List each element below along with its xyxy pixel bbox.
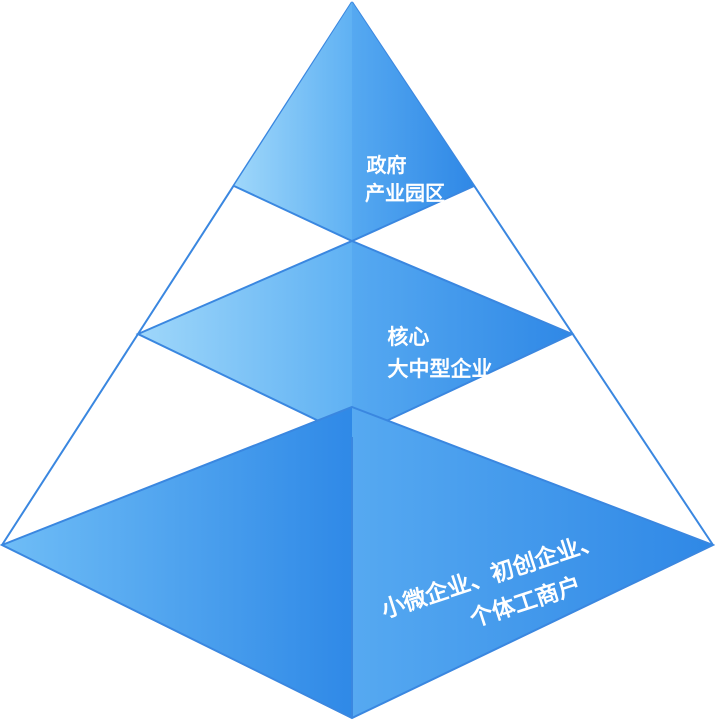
- layer-top-label: 政府 产业园区: [365, 153, 445, 205]
- layer-top: 政府 产业园区: [233, 2, 475, 243]
- layer-middle-right-face: [352, 241, 572, 437]
- layer-bottom-right-face: [352, 407, 713, 718]
- layer-bottom-edges: [0, 405, 715, 720]
- layer-bottom: 小微企业、初创企业、 个体工商户: [0, 405, 715, 720]
- outline-left-edge: [1, 1, 353, 546]
- layer-top-left-face: [234, 2, 352, 241]
- outline-right-edge: [351, 1, 714, 546]
- layer-middle-label-line-2: 大中型企业: [388, 357, 493, 381]
- layer-top-right-face: [352, 2, 474, 241]
- layer-top-label-line-2: 产业园区: [365, 181, 445, 205]
- layer-bottom-left-face: [2, 407, 352, 718]
- layer-middle-left-face: [138, 241, 352, 437]
- layer-top-label-line-1: 政府: [367, 153, 407, 177]
- layer-middle-label: 核心 大中型企业: [387, 325, 492, 381]
- layer-middle-label-line-1: 核心: [387, 325, 429, 349]
